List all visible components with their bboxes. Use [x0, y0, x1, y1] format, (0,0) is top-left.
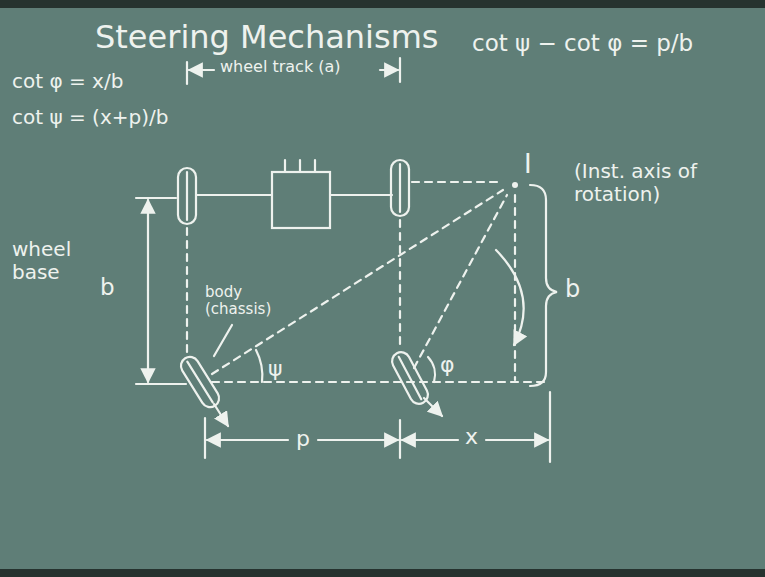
- dimension-arrow: [147, 290, 149, 382]
- dimension-label: b: [100, 274, 115, 300]
- axle: [314, 160, 316, 172]
- point-label: I: [524, 150, 532, 180]
- angle-label: ψ: [268, 356, 283, 381]
- part-name: body (chassis): [205, 284, 300, 319]
- construction-line: [412, 181, 502, 183]
- note: (Inst. axis of rotation): [574, 160, 739, 206]
- construction-line: [399, 220, 401, 345]
- dimension-label: x: [465, 424, 478, 449]
- formula: cot ψ = (x+p)/b: [12, 106, 168, 129]
- axle: [196, 194, 272, 196]
- dimension-arrow: [318, 439, 398, 441]
- wheel: [399, 164, 401, 212]
- axle: [284, 160, 286, 172]
- steered-wheel: [399, 357, 422, 399]
- dimension-tick: [204, 418, 206, 458]
- dimension-tick: [136, 383, 186, 385]
- brace: [530, 185, 557, 386]
- dimension-arrow: [147, 200, 149, 290]
- dimension-arrow: [402, 439, 458, 441]
- axle: [299, 160, 301, 172]
- board-frame: [0, 569, 765, 577]
- dimension-tick: [136, 197, 176, 199]
- dimension-tick: [186, 62, 188, 84]
- angle-arc: [428, 357, 435, 382]
- wheel: [178, 168, 196, 224]
- dimension-label: wheel base: [12, 238, 92, 284]
- radius-line: [414, 195, 507, 368]
- formula: cot φ = x/b: [12, 70, 123, 93]
- board-frame: [0, 0, 765, 8]
- dimension-label: b: [565, 276, 580, 304]
- dimension-label: wheel track (a): [220, 58, 341, 76]
- angle-arc: [256, 350, 262, 382]
- dimension-arrow: [380, 69, 398, 71]
- wheel: [391, 160, 409, 216]
- differential-box: [272, 172, 330, 228]
- steered-wheel: [187, 362, 212, 403]
- dimension-arrow: [207, 439, 288, 441]
- centre-point: [512, 182, 518, 188]
- dimension-label: p: [296, 426, 310, 451]
- dimension-arrow: [189, 69, 214, 71]
- rotation-arrow: [496, 250, 524, 345]
- dimension-arrow: [486, 439, 548, 441]
- formula: cot ψ − cot φ = p/b: [472, 30, 693, 56]
- angle-label: φ: [440, 352, 455, 377]
- dimension-tick: [399, 420, 401, 458]
- leader-line: [214, 325, 232, 356]
- dimension-tick: [549, 392, 551, 462]
- title: Steering Mechanisms: [95, 18, 439, 56]
- motion-arrow: [424, 398, 442, 416]
- construction-line: [186, 228, 188, 352]
- motion-arrow: [214, 404, 228, 426]
- wheel: [186, 172, 188, 220]
- dimension-tick: [399, 58, 401, 82]
- axle: [330, 194, 392, 196]
- construction-line: [514, 195, 516, 380]
